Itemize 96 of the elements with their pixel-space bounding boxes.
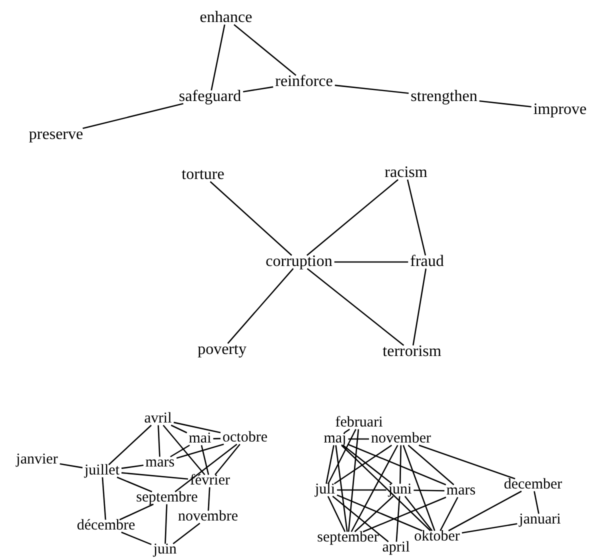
word-label: improve xyxy=(532,102,588,118)
connector-line xyxy=(213,438,221,440)
connector-line xyxy=(326,445,334,484)
connector-line xyxy=(534,491,540,514)
connector-line xyxy=(334,444,392,484)
word-label: mars xyxy=(445,484,477,498)
connector-line xyxy=(158,425,160,457)
connector-line xyxy=(328,428,356,484)
word-label: octobre xyxy=(222,430,268,446)
word-label: septembre xyxy=(135,490,199,506)
connector-line xyxy=(412,268,427,346)
word-label: février xyxy=(189,474,231,488)
connector-line xyxy=(174,422,221,434)
word-label: avril xyxy=(143,412,173,426)
word-label: janvier xyxy=(15,452,59,468)
connector-line xyxy=(335,445,348,532)
connector-line xyxy=(306,179,398,256)
connector-line xyxy=(334,84,409,94)
connector-line xyxy=(82,102,184,130)
word-label: juli xyxy=(314,482,336,498)
connector-line xyxy=(119,504,154,520)
connector-line xyxy=(332,496,389,542)
word-label: maj xyxy=(322,432,348,446)
connector-line xyxy=(344,428,350,434)
connector-line xyxy=(170,424,188,434)
word-label: mai xyxy=(188,432,212,446)
connector-line xyxy=(336,494,422,532)
word-label: strengthen xyxy=(410,89,478,105)
word-label: racism xyxy=(384,165,428,181)
connector-line xyxy=(362,496,446,532)
connector-line xyxy=(208,487,210,511)
connector-line xyxy=(327,496,346,532)
connector-line xyxy=(337,489,386,491)
connector-line xyxy=(162,424,206,476)
connector-line xyxy=(60,463,83,468)
connector-line xyxy=(396,496,400,542)
connector-line xyxy=(414,490,444,492)
connector-line xyxy=(234,24,296,76)
connector-line xyxy=(102,477,106,520)
connector-line xyxy=(418,444,516,480)
connector-line xyxy=(408,444,454,486)
word-label: oktober xyxy=(413,530,461,544)
word-label: december xyxy=(502,478,564,492)
word-label: enhance xyxy=(198,10,254,26)
word-label: november xyxy=(370,432,432,446)
connector-line xyxy=(121,464,144,469)
word-label: corruption xyxy=(264,254,334,270)
word-label: terrorism xyxy=(382,344,442,360)
connector-line xyxy=(462,523,518,534)
word-label: fraud xyxy=(409,254,445,270)
connector-line xyxy=(108,424,152,466)
word-label: poverty xyxy=(196,342,248,358)
connector-line xyxy=(448,490,522,532)
word-label: september xyxy=(316,530,380,546)
connector-line xyxy=(121,472,188,480)
connector-line xyxy=(243,86,274,92)
word-label: april xyxy=(381,540,411,556)
word-label: novembre xyxy=(177,510,239,524)
connector-line xyxy=(348,429,360,532)
connector-line xyxy=(210,24,226,91)
word-label: juni xyxy=(387,482,413,498)
word-label: preserve xyxy=(28,127,84,143)
word-label: mars xyxy=(144,456,176,470)
word-label: décembre xyxy=(76,518,136,534)
connector-line xyxy=(200,445,210,475)
connector-line xyxy=(354,496,394,532)
connector-line xyxy=(404,496,433,532)
connector-line xyxy=(402,445,436,531)
word-label: juillet xyxy=(84,464,120,478)
connector-line xyxy=(176,444,224,459)
connector-line xyxy=(440,496,458,532)
connector-line xyxy=(399,445,402,484)
connector-line xyxy=(342,444,392,484)
connector-line xyxy=(227,268,294,344)
connector-line xyxy=(350,444,398,532)
word-label: reinforce xyxy=(274,74,334,90)
connector-line xyxy=(210,181,292,256)
connector-line xyxy=(334,261,408,263)
connector-line xyxy=(116,476,152,492)
connector-line xyxy=(214,444,240,476)
connector-line xyxy=(172,522,200,544)
word-label: januari xyxy=(518,512,562,528)
word-label: torture xyxy=(180,167,226,183)
connector-line xyxy=(479,100,532,108)
connector-line xyxy=(121,532,152,546)
connector-line xyxy=(406,179,426,256)
connector-line xyxy=(341,444,431,532)
word-label: februari xyxy=(334,416,384,430)
connector-line xyxy=(348,438,369,440)
word-label: safeguard xyxy=(178,89,242,105)
connector-line xyxy=(164,504,168,544)
connector-line xyxy=(348,444,446,486)
connector-line xyxy=(306,268,404,346)
word-label: juin xyxy=(152,542,178,558)
connector-line xyxy=(170,444,190,458)
connector-line xyxy=(174,444,238,492)
